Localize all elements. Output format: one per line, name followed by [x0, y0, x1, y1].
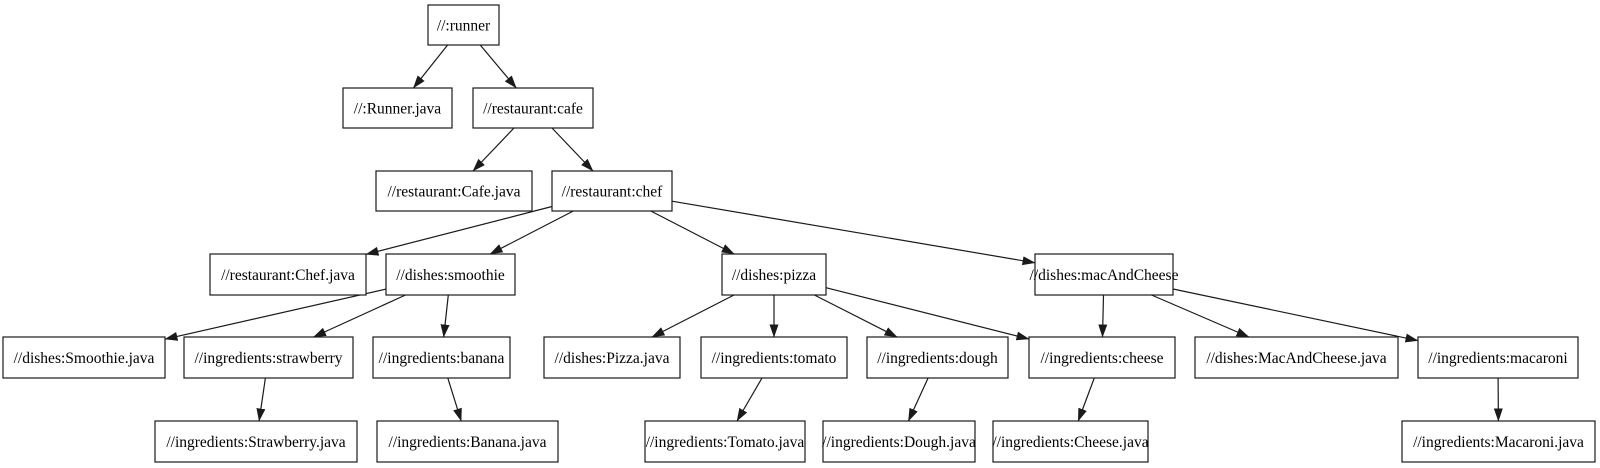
node-macandcheese_java-box: [1194, 336, 1399, 379]
node-dough-label: //ingredients:dough: [877, 350, 998, 367]
edge-dough-to-dough_java: [907, 377, 929, 422]
edge-banana-to-banana_java: [447, 377, 462, 422]
node-tomato_java-box: [644, 420, 806, 463]
node-smoothie_java-box: [2, 336, 166, 379]
edge-runner-to-runner_java: [412, 44, 449, 89]
node-dough-box: [866, 336, 1009, 379]
node-dough_java: //ingredients:Dough.java: [822, 420, 976, 463]
node-runner_java-label: //:Runner.java: [354, 101, 442, 118]
edge-macandcheese-to-cheese: [1098, 294, 1108, 338]
node-runner: //:runner: [427, 4, 500, 46]
edge-cafe-to-cafe_java: [472, 127, 515, 172]
edge-smoothie-to-smoothie_java: [164, 288, 387, 341]
edge-pizza-to-dough: [814, 294, 898, 338]
node-cafe-box: [472, 87, 594, 129]
node-pizza_java-label: //dishes:Pizza.java: [555, 350, 670, 367]
node-pizza_java-box: [543, 336, 681, 379]
node-macandcheese: //dishes:macAndCheese: [1030, 253, 1179, 296]
node-cheese: //ingredients:cheese: [1028, 336, 1176, 379]
node-strawberry: //ingredients:strawberry: [183, 336, 354, 379]
node-tomato-box: [700, 336, 848, 379]
node-cheese_java-label: //ingredients:Cheese.java: [992, 434, 1148, 451]
node-smoothie: //dishes:smoothie: [385, 253, 516, 296]
node-cheese_java: //ingredients:Cheese.java: [992, 420, 1149, 463]
node-macandcheese_java: //dishes:MacAndCheese.java: [1194, 336, 1399, 379]
node-strawberry-label: //ingredients:strawberry: [194, 350, 342, 367]
node-macaroni-box: [1417, 336, 1579, 379]
edge-macandcheese-to-macaroni: [1172, 288, 1419, 343]
node-dough: //ingredients:dough: [866, 336, 1009, 379]
node-pizza-box: [721, 253, 827, 296]
edge-smoothie-to-banana: [440, 294, 450, 338]
edge-cheese-to-cheese_java: [1077, 377, 1095, 422]
edge-cafe-to-chef: [551, 127, 594, 172]
node-cheese-box: [1028, 336, 1176, 379]
node-cafe_java: //restaurant:Cafe.java: [375, 170, 533, 212]
node-runner_java-box: [342, 87, 453, 129]
node-runner_java: //:Runner.java: [342, 87, 453, 129]
node-banana-box: [372, 336, 511, 379]
nodes-layer: //:runner //:Runner.java //restaurant:cafe…: [2, 4, 1596, 463]
node-macaroni_java-box: [1401, 420, 1596, 463]
edge-chef-to-macandcheese: [671, 200, 1036, 266]
node-chef-label: //restaurant:chef: [562, 184, 664, 201]
node-chef_java-box: [209, 253, 367, 296]
node-smoothie_java: //dishes:Smoothie.java: [2, 336, 166, 379]
edge-chef-to-smoothie: [489, 210, 574, 255]
node-runner-label: //:runner: [437, 18, 491, 35]
node-macandcheese_java-label: //dishes:MacAndCheese.java: [1206, 350, 1386, 367]
node-macaroni: //ingredients:macaroni: [1417, 336, 1579, 379]
node-chef: //restaurant:chef: [551, 170, 673, 212]
node-banana: //ingredients:banana: [372, 336, 511, 379]
node-pizza_java: //dishes:Pizza.java: [543, 336, 681, 379]
node-dough_java-label: //ingredients:Dough.java: [822, 434, 976, 451]
node-tomato-label: //ingredients:tomato: [712, 350, 837, 367]
node-strawberry-box: [183, 336, 354, 379]
edges-layer: [164, 44, 1503, 422]
node-chef_java-label: //restaurant:Chef.java: [221, 267, 355, 284]
node-tomato_java: //ingredients:Tomato.java: [644, 420, 806, 463]
node-chef_java: //restaurant:Chef.java: [209, 253, 367, 296]
node-pizza-label: //dishes:pizza: [732, 267, 816, 284]
edge-macandcheese-to-macandcheese_java: [1151, 294, 1250, 338]
edge-runner-to-cafe: [479, 44, 517, 89]
node-cafe_java-box: [375, 170, 533, 212]
node-cafe-label: //restaurant:cafe: [483, 101, 583, 118]
edge-pizza-to-pizza_java: [651, 294, 735, 338]
edge-tomato-to-tomato_java: [736, 377, 763, 422]
node-pizza: //dishes:pizza: [721, 253, 827, 296]
node-cafe: //restaurant:cafe: [472, 87, 594, 129]
node-cheese_java-box: [992, 420, 1149, 463]
node-strawberry_java-label: //ingredients:Strawberry.java: [166, 434, 345, 451]
node-smoothie-box: [385, 253, 516, 296]
node-smoothie_java-label: //dishes:Smoothie.java: [14, 350, 155, 367]
node-banana_java-box: [376, 420, 559, 463]
node-banana-label: //ingredients:banana: [379, 350, 505, 367]
node-cheese-label: //ingredients:cheese: [1040, 350, 1163, 367]
node-cafe_java-label: //restaurant:Cafe.java: [388, 184, 521, 201]
node-runner-box: [427, 4, 500, 46]
edge-chef-to-pizza: [650, 210, 735, 255]
node-macandcheese-box: [1034, 253, 1174, 296]
node-banana_java: //ingredients:Banana.java: [376, 420, 559, 463]
node-dough_java-box: [822, 420, 976, 463]
edge-chef-to-chef_java: [365, 205, 553, 256]
node-chef-box: [551, 170, 673, 212]
node-tomato: //ingredients:tomato: [700, 336, 848, 379]
node-macaroni-label: //ingredients:macaroni: [1428, 350, 1568, 367]
node-smoothie-label: //dishes:smoothie: [396, 267, 505, 284]
node-macandcheese-label: //dishes:macAndCheese: [1030, 267, 1179, 284]
node-tomato_java-label: //ingredients:Tomato.java: [646, 434, 805, 451]
edge-smoothie-to-strawberry: [313, 294, 406, 338]
node-macaroni_java-label: //ingredients:Macaroni.java: [1413, 434, 1584, 451]
node-banana_java-label: //ingredients:Banana.java: [389, 434, 547, 451]
edge-strawberry-to-strawberry_java: [256, 377, 266, 422]
edge-pizza-to-cheese: [825, 287, 1030, 341]
node-strawberry_java-box: [154, 420, 358, 463]
node-strawberry_java: //ingredients:Strawberry.java: [154, 420, 358, 463]
node-macaroni_java: //ingredients:Macaroni.java: [1401, 420, 1596, 463]
